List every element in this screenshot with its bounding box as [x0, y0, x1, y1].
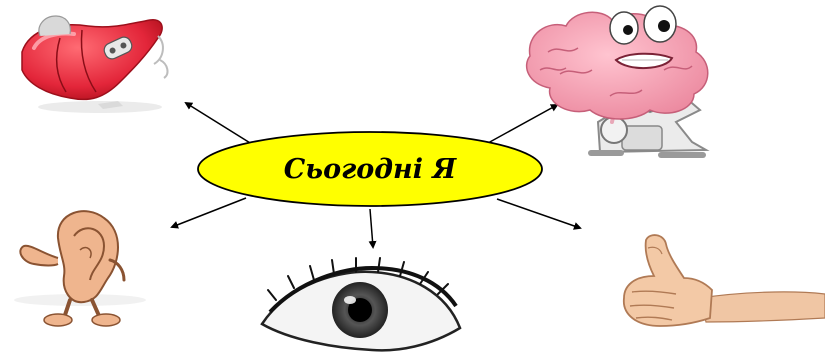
eye-icon — [262, 258, 460, 350]
arrow-to-brain — [488, 105, 557, 143]
heart-icon — [22, 16, 167, 113]
ear-icon — [14, 211, 146, 326]
arrow-to-ear — [172, 198, 246, 227]
arrow-to-thumbs-up — [497, 199, 580, 228]
arrow-to-eye — [370, 209, 373, 247]
center-ellipse — [198, 132, 542, 206]
arrow-to-heart — [186, 103, 255, 146]
brain-on-exercise-bike-icon — [527, 6, 708, 158]
thumbs-up-hand-icon — [624, 235, 825, 326]
